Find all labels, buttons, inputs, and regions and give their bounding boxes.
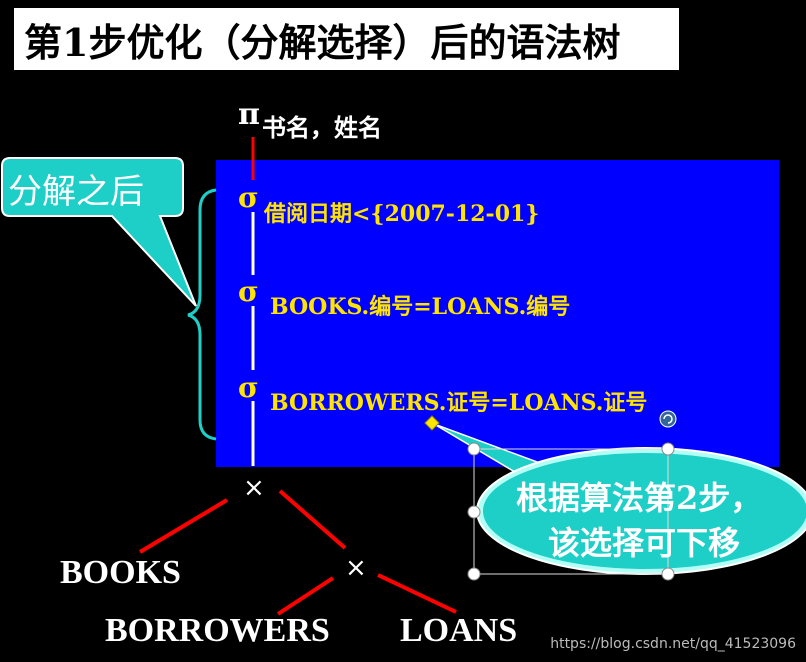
callout-left-text: 分解之后 bbox=[8, 172, 144, 212]
edge-join2-loans bbox=[377, 573, 457, 614]
cartesian-product-1: × bbox=[243, 473, 265, 503]
projection-symbol: π bbox=[238, 97, 260, 132]
resize-handle-mid-left bbox=[467, 505, 481, 519]
relation-loans: LOANS bbox=[400, 612, 518, 649]
edge-join1-books bbox=[138, 498, 229, 554]
relation-borrowers: BORROWERS bbox=[105, 612, 330, 649]
selection-panel bbox=[216, 160, 779, 467]
left-brace bbox=[187, 188, 217, 441]
selection-1-symbol: σ bbox=[238, 181, 259, 214]
rotate-handle bbox=[659, 410, 677, 428]
projection-attributes: 书名，姓名 bbox=[262, 113, 382, 142]
callout-right-line1: 根据算法第2步， bbox=[516, 479, 763, 517]
adjust-handle bbox=[424, 415, 440, 431]
edge-join2-borrowers bbox=[276, 576, 335, 616]
selection-3-condition: BORROWERS.证号=LOANS.证号 bbox=[270, 390, 648, 416]
selection-2-condition: BOOKS.编号=LOANS.编号 bbox=[270, 294, 571, 320]
selection-1-condition: 借阅日期<{2007-12-01} bbox=[264, 201, 540, 227]
resize-handle-top-left bbox=[467, 442, 481, 456]
callout-right-line2: 该选择可下移 bbox=[548, 524, 741, 562]
selection-3-symbol: σ bbox=[238, 371, 259, 404]
page-title: 第1步优化（分解选择）后的语法树 bbox=[24, 20, 621, 65]
relation-books: BOOKS bbox=[60, 554, 181, 591]
resize-handle-top-right bbox=[661, 442, 675, 456]
callout-left-bubble bbox=[1, 157, 197, 307]
resize-handle-bottom-left bbox=[467, 567, 481, 581]
edge-join1-join2 bbox=[278, 489, 347, 550]
watermark: https://blog.csdn.net/qq_41523096 bbox=[550, 636, 796, 652]
title-box bbox=[14, 8, 679, 70]
resize-handle-bottom-right bbox=[661, 567, 675, 581]
cartesian-product-2: × bbox=[345, 553, 367, 583]
resize-handles bbox=[467, 442, 675, 581]
selection-2-symbol: σ bbox=[238, 275, 259, 308]
